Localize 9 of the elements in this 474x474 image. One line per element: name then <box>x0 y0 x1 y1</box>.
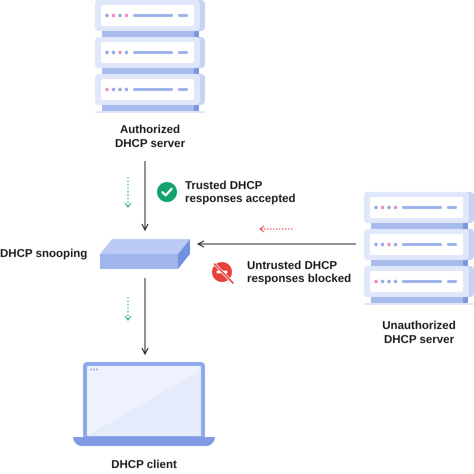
status-note: Trusted DHCP responses accepted <box>185 180 297 206</box>
node-caption: DHCP client <box>110 458 178 472</box>
arrow <box>141 160 149 231</box>
arrow <box>197 240 356 248</box>
arrow <box>141 278 149 355</box>
status-note: Untrusted DHCP responses blocked <box>247 260 352 286</box>
node-caption: Unauthorized DHCP server <box>381 319 457 347</box>
node-caption: DHCP snooping <box>0 247 88 261</box>
node-caption: Authorized DHCP server <box>114 123 186 151</box>
